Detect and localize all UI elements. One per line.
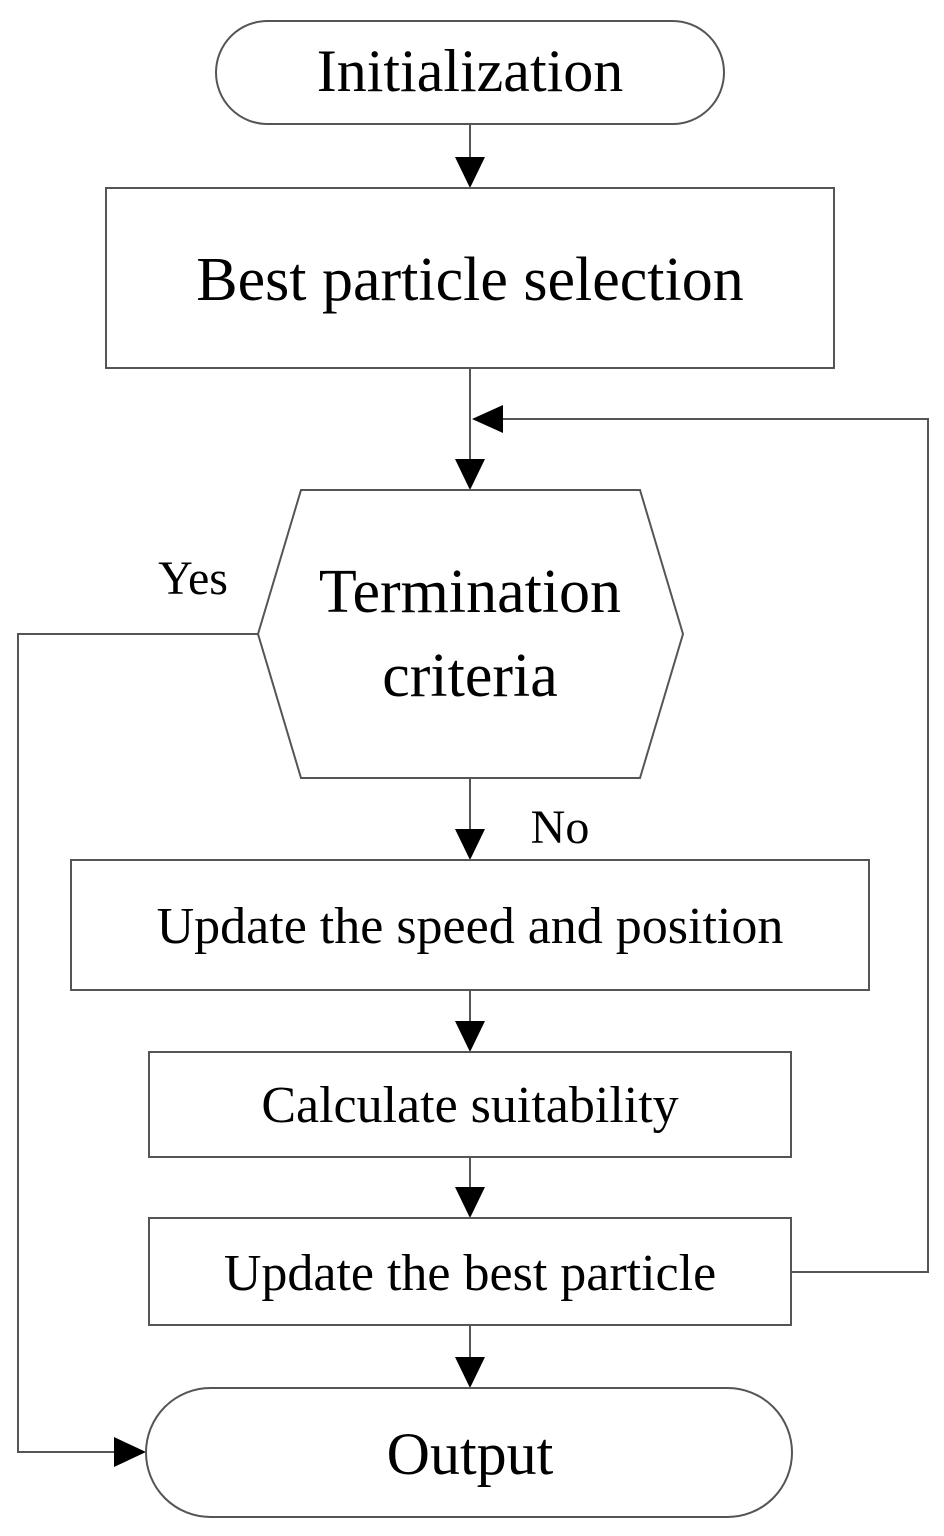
node-calculate-suitability: Calculate suitability (148, 1051, 792, 1158)
arrowhead-to-update-speed (455, 829, 485, 860)
update-best-particle-label: Update the best particle (224, 1245, 716, 1302)
node-output: Output (145, 1387, 793, 1518)
process-best-particle-selection-shape (105, 187, 835, 369)
arrowhead-to-update-best (455, 1187, 485, 1218)
node-termination-criteria: Termination criteria (256, 489, 685, 779)
arrowhead-to-termination (455, 459, 485, 490)
terminator-initialization-shape (215, 20, 725, 125)
termination-label-line1: Termination (319, 558, 621, 626)
yes-branch-connector (17, 633, 258, 1453)
arrowheads (114, 157, 503, 1467)
node-update-speed-position: Update the speed and position (70, 859, 870, 991)
arrowhead-to-output (455, 1357, 485, 1388)
termination-label-line2: criteria (382, 642, 558, 710)
connectors (17, 124, 929, 1453)
edge-label-no: No (531, 801, 590, 854)
arrowhead-to-calculate (455, 1021, 485, 1052)
arrowhead-loop-back (472, 405, 503, 433)
decision-termination-shape (256, 489, 685, 779)
initialization-label: Initialization (317, 38, 624, 104)
process-update-best-particle-shape (148, 1217, 792, 1326)
arrowhead-yes-to-output (114, 1437, 146, 1467)
process-calculate-suitability-shape (148, 1051, 792, 1158)
update-speed-position-label: Update the speed and position (157, 898, 784, 955)
process-update-speed-position-shape (70, 859, 870, 991)
output-label: Output (387, 1421, 554, 1487)
calculate-suitability-label: Calculate suitability (261, 1077, 678, 1134)
node-initialization: Initialization (215, 20, 725, 125)
edge-label-yes: Yes (158, 552, 228, 605)
arrowhead-to-selection (455, 157, 485, 188)
node-best-particle-selection: Best particle selection (105, 187, 835, 369)
node-update-best-particle: Update the best particle (148, 1217, 792, 1326)
best-particle-selection-label: Best particle selection (196, 246, 743, 314)
loop-back-connector (500, 418, 929, 1273)
terminator-output-shape (145, 1387, 793, 1518)
